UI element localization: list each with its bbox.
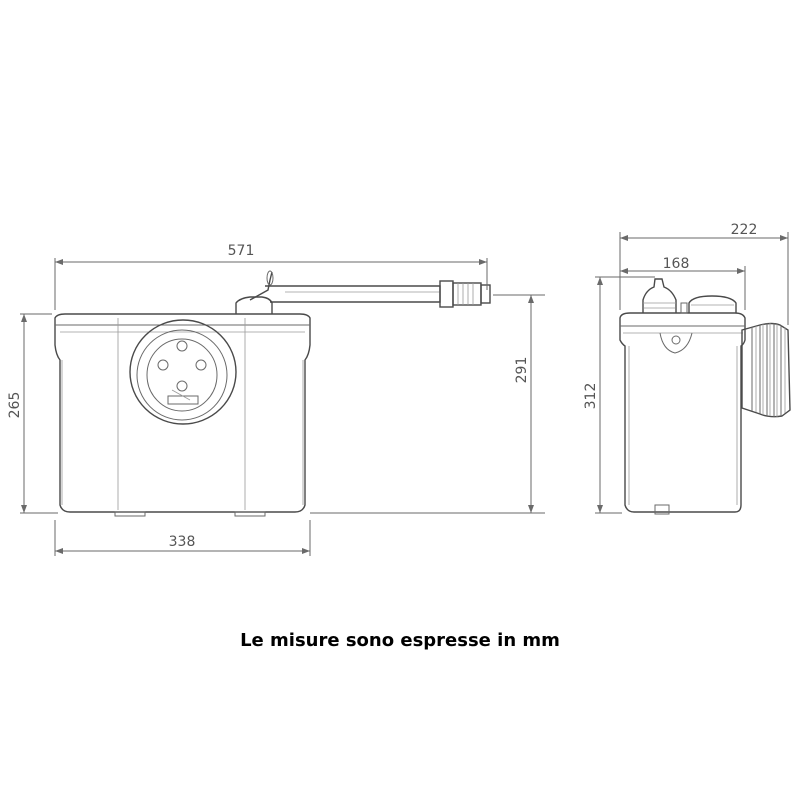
dim-label-571: 571 [228,243,255,259]
units-caption: Le misure sono espresse in mm [240,630,560,651]
dim-label-265: 265 [7,392,23,419]
dimension-168: 168 [620,256,746,310]
dimension-571: 571 [54,243,488,310]
side-view: 222 168 312 [583,222,791,515]
side-top-cover [688,295,737,313]
dim-label-312: 312 [583,383,599,410]
side-bellows-collar [741,322,791,418]
front-view: 571 338 265 291 [7,243,545,556]
dimension-291: 291 [310,294,545,514]
front-inlet-circle [129,319,237,425]
dim-label-222: 222 [731,222,758,238]
dimension-312: 312 [583,276,655,514]
side-vent-cap [642,278,688,314]
side-unit-body [619,312,746,515]
dim-label-168: 168 [663,256,690,272]
front-outlet-pipe [249,270,491,308]
dimension-265: 265 [7,313,58,514]
dim-label-291: 291 [514,357,530,384]
dimension-222: 222 [619,222,789,325]
dim-label-338: 338 [169,534,196,550]
dimension-338: 338 [54,520,311,556]
